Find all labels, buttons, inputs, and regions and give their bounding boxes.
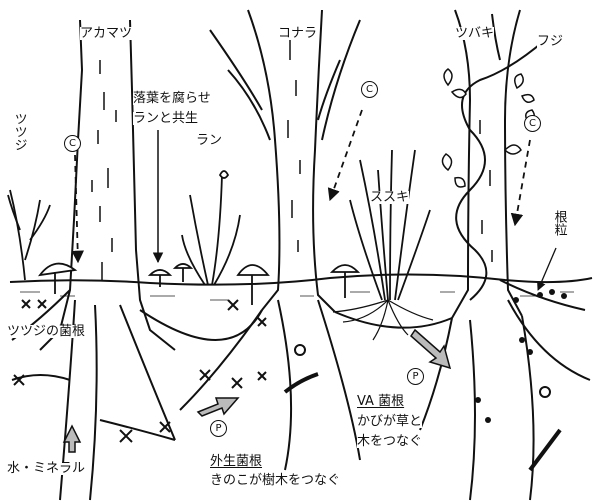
susuki-roots: [332, 299, 434, 341]
ground-line: [9, 273, 593, 286]
label-tsutsuji: ツツジ: [11, 112, 27, 151]
label-akamatsu: アカマツ: [80, 26, 133, 41]
nutrient-arrows: [62, 328, 452, 453]
label-tsutsuji-kinkon: ツツジの菌根: [7, 324, 86, 339]
label-ran: ラン: [196, 133, 223, 148]
label-konara: コナラ: [278, 26, 318, 41]
carbon-flow-arrows: [71, 109, 531, 264]
soil-texture: [20, 291, 574, 301]
roots: [11, 279, 591, 501]
carbon-marker-c-1: C: [64, 135, 81, 152]
label-mizu-mineral: 水・ミネラル: [7, 461, 86, 476]
mycorrhiza-marks: [13, 299, 267, 443]
label-va-kinkon: VA 菌根: [357, 394, 405, 409]
fuji-leaves: [441, 68, 535, 188]
label-susuki: ススキ: [370, 190, 410, 205]
label-fuji: フジ: [537, 34, 564, 49]
label-konryu: 根粒: [551, 210, 567, 236]
tsutsuji-shrub: [7, 189, 51, 281]
konryu-pointer: [537, 247, 557, 291]
label-tsubaki: ツバキ: [455, 26, 495, 41]
carbon-marker-c-2: C: [361, 81, 378, 98]
ran-plant: [181, 170, 241, 286]
root-nodules: [475, 289, 567, 423]
label-ran-kyosei: ランと共生: [133, 111, 199, 126]
label-kabi-line2: 木をつなぐ: [357, 434, 423, 449]
fuji-vine: [455, 39, 546, 301]
susuki-grass: [349, 149, 431, 301]
tsubaki-tree: [451, 9, 523, 319]
soil-creatures: [283, 344, 562, 472]
phosphorus-marker-p-1: P: [210, 420, 227, 437]
phosphorus-marker-p-2: P: [407, 368, 424, 385]
mushrooms: [37, 262, 361, 305]
label-gaisei-kinkon: 外生菌根: [210, 454, 263, 469]
label-kinoko-text: きのこが樹木をつなぐ: [210, 473, 341, 488]
konara-tree: [209, 9, 361, 313]
carbon-marker-c-3: C: [524, 115, 541, 132]
label-kabi-line1: かびが草と: [357, 414, 423, 429]
label-rakuyou: 落葉を腐らせ: [133, 91, 211, 106]
